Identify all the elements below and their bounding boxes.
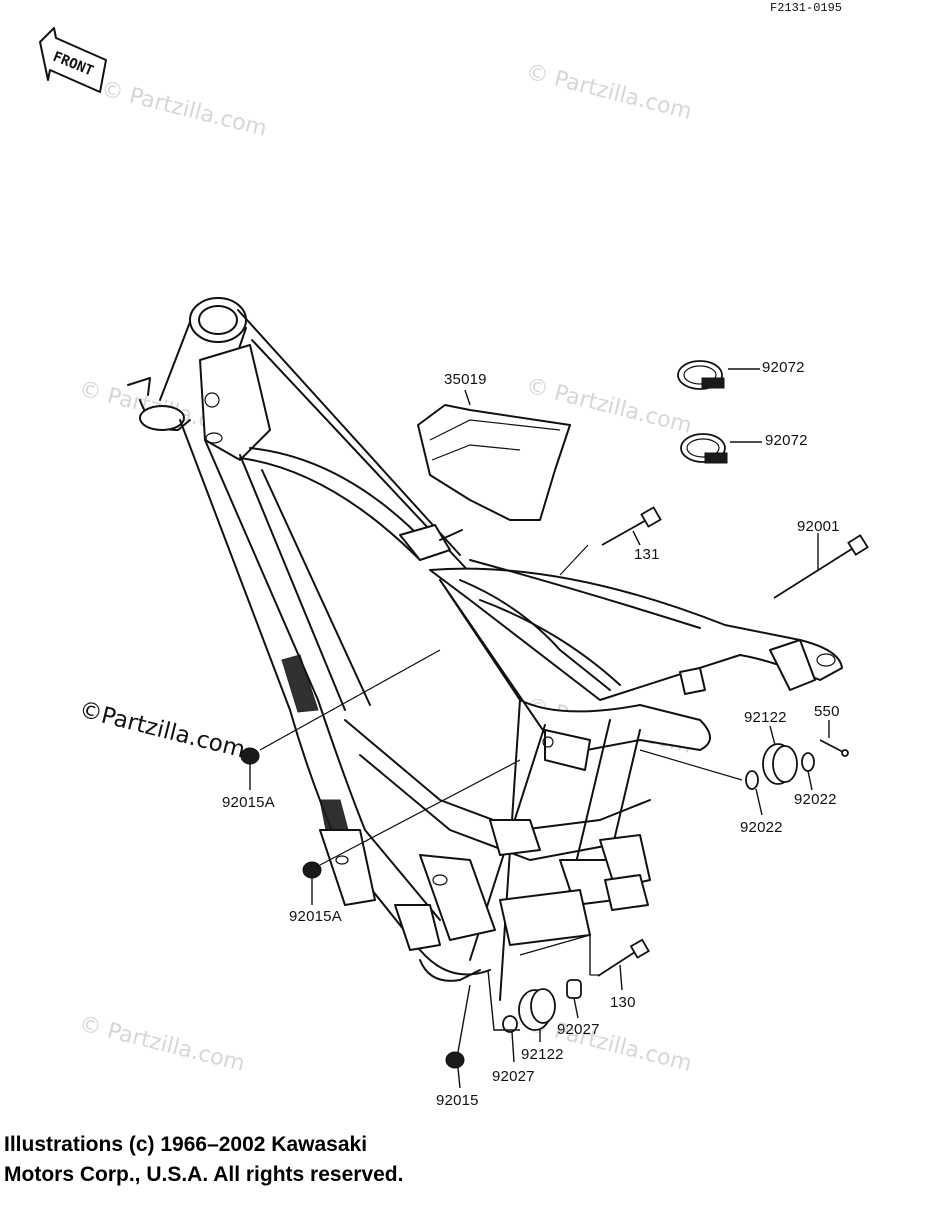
label-92022-a[interactable]: 92022 — [794, 791, 837, 808]
part-550-pin[interactable] — [819, 739, 849, 757]
label-92015A-b[interactable]: 92015A — [289, 908, 342, 925]
part-92001-bolt[interactable] — [773, 534, 869, 599]
label-92027-b[interactable]: 92027 — [492, 1068, 535, 1085]
label-35019[interactable]: 35019 — [444, 371, 487, 388]
part-92072-clamp-b[interactable] — [680, 433, 728, 464]
part-130-bolt[interactable] — [597, 938, 650, 977]
watermark-6: © Partzilla.com — [77, 1012, 248, 1077]
label-131[interactable]: 131 — [634, 546, 660, 563]
watermark-prominent: © Partzilla.com — [77, 697, 248, 764]
part-92022-washer-a[interactable] — [801, 752, 815, 772]
label-130[interactable]: 130 — [610, 994, 636, 1011]
copyright-line-1: Illustrations (c) 1966–2002 Kawasaki — [4, 1133, 368, 1156]
part-92015A-nut-b[interactable] — [302, 861, 322, 879]
label-92072-a[interactable]: 92072 — [762, 359, 805, 376]
watermark-1: © Partzilla.com — [99, 77, 270, 142]
label-92027-a[interactable]: 92027 — [557, 1021, 600, 1038]
part-35019-cover[interactable] — [417, 404, 571, 521]
part-92122-bushing-a[interactable] — [762, 743, 798, 785]
label-92122-b[interactable]: 92122 — [521, 1046, 564, 1063]
label-92072-b[interactable]: 92072 — [765, 432, 808, 449]
watermark-2: © Partzilla.com — [524, 60, 695, 125]
label-92022-b[interactable]: 92022 — [740, 819, 783, 836]
label-550[interactable]: 550 — [814, 703, 840, 720]
frame-assembly — [127, 297, 843, 1001]
part-92027-collar-b[interactable] — [502, 1015, 518, 1033]
copyright-line-2: Motors Corp., U.S.A. All rights reserved… — [4, 1163, 404, 1186]
part-92072-clamp-a[interactable] — [677, 360, 725, 390]
diagram-code: F2131-0195 — [770, 1, 842, 15]
part-92015-nut[interactable] — [445, 1051, 465, 1069]
part-92022-washer-b[interactable] — [745, 770, 759, 790]
part-131-bolt[interactable] — [601, 506, 662, 546]
part-92027-collar-a[interactable] — [566, 979, 582, 999]
label-92001[interactable]: 92001 — [797, 518, 840, 535]
front-arrow-icon: FRONT — [39, 27, 107, 93]
watermarks: © Partzilla.com © Partzilla.com © Partzi… — [77, 60, 695, 1077]
label-92122-a[interactable]: 92122 — [744, 709, 787, 726]
label-92015A-a[interactable]: 92015A — [222, 794, 275, 811]
watermark-prominent-text: Partzilla.com — [99, 703, 248, 764]
part-92122-bushing-b[interactable] — [518, 988, 556, 1031]
label-92015[interactable]: 92015 — [436, 1092, 479, 1109]
